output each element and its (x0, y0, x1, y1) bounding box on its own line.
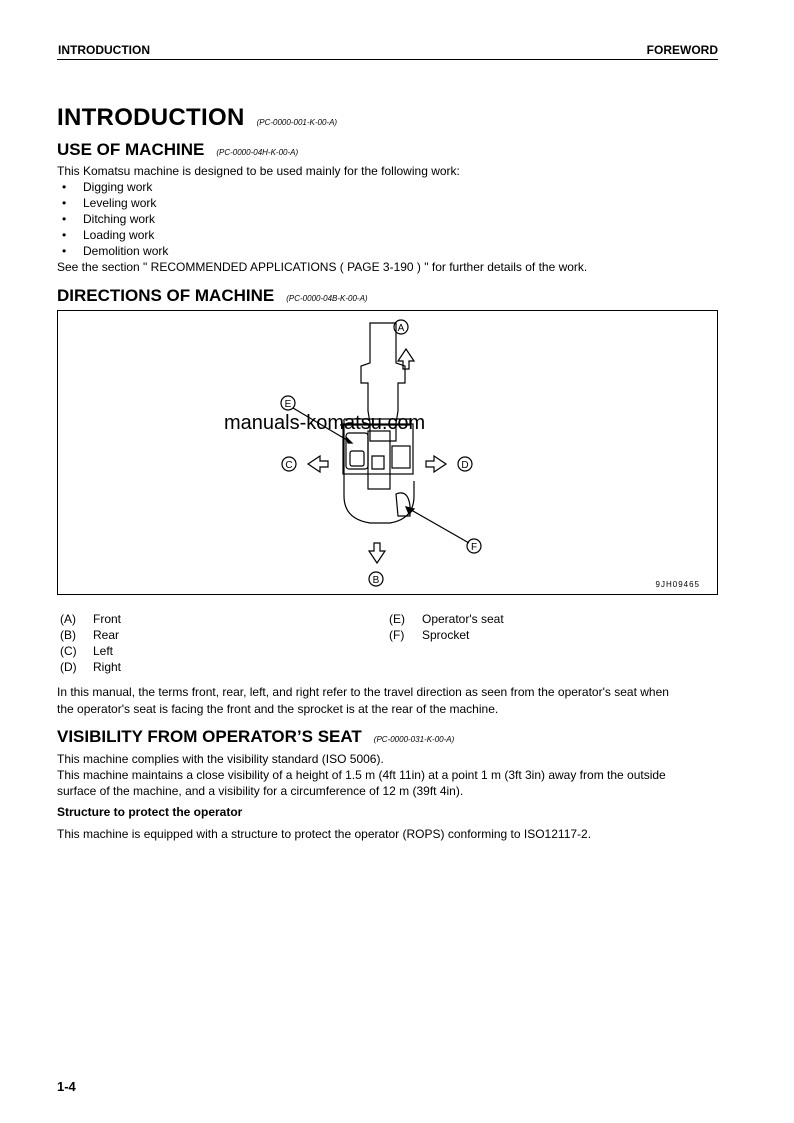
leader-arrowhead-e (345, 436, 354, 444)
label-e: E (285, 399, 292, 410)
boom-shape (360, 322, 406, 442)
use-of-machine-heading: USE OF MACHINE (PC-0000-04H-K-00-A) (57, 140, 298, 160)
directions-figure: A B C D E F manuals-komatsu.com 9JH09465 (57, 310, 718, 595)
legend-key: (F) (389, 628, 405, 642)
page-title: INTRODUCTION (PC-0000-001-K-00-A) (57, 104, 337, 132)
figure-code: 9JH09465 (656, 580, 700, 589)
boom-cylinder-shape (371, 455, 385, 470)
label-circle-e (280, 395, 296, 411)
arrow-rear (367, 542, 387, 565)
legend-item: (F) Sprocket (389, 627, 504, 643)
visibility-line-2: This machine maintains a close visibilit… (57, 768, 666, 782)
label-circle-d (457, 456, 473, 472)
use-heading-text: USE OF MACHINE (57, 140, 205, 159)
leader-line-e (292, 407, 353, 444)
running-header-section: INTRODUCTION (58, 43, 150, 57)
legend-item: (D) Right (60, 659, 121, 675)
legend-key: (A) (60, 612, 76, 626)
label-circle-c (281, 456, 297, 472)
list-item: Loading work (62, 227, 168, 243)
rops-subheading: Structure to protect the operator (57, 805, 243, 819)
visibility-heading-text: VISIBILITY FROM OPERATOR’S SEAT (57, 727, 362, 746)
legend-key: (C) (60, 644, 77, 658)
use-intro-text: This Komatsu machine is designed to be u… (57, 164, 460, 178)
visibility-line-3: surface of the machine, and a visibility… (57, 784, 464, 798)
visibility-heading-ref: (PC-0000-031-K-00-A) (373, 735, 455, 744)
legend-label: Left (93, 644, 114, 658)
list-item: Digging work (62, 179, 168, 195)
legend-key: (B) (60, 628, 76, 642)
list-item: Demolition work (62, 243, 168, 259)
label-d: D (461, 460, 468, 471)
label-b: B (373, 575, 380, 586)
leader-line-f (405, 506, 470, 544)
label-circle-f (466, 538, 482, 554)
legend-label: Operator's seat (422, 612, 504, 626)
label-a: A (398, 323, 405, 334)
label-c: C (285, 460, 292, 471)
visibility-line-1: This machine complies with the visibilit… (57, 752, 384, 766)
legend-label: Front (93, 612, 122, 626)
legend-right-column: (E) Operator's seat (F) Sprocket (389, 611, 504, 643)
legend-key: (E) (389, 612, 405, 626)
directions-paragraph-line-1: In this manual, the terms front, rear, l… (57, 685, 669, 699)
boom-foot-shape (367, 430, 391, 490)
arrow-left (306, 454, 329, 474)
legend-item: (E) Operator's seat (389, 611, 504, 627)
label-f: F (471, 542, 477, 553)
rops-text: This machine is equipped with a structur… (57, 827, 592, 841)
visibility-heading: VISIBILITY FROM OPERATOR’S SEAT (PC-0000-… (57, 727, 454, 747)
arrow-right (425, 454, 448, 474)
legend-label: Rear (93, 628, 120, 642)
use-see-section-text: See the section " RECOMMENDED APPLICATIO… (57, 260, 588, 274)
legend-item: (C) Left (60, 643, 121, 659)
directions-heading-text: DIRECTIONS OF MACHINE (57, 286, 275, 305)
engine-cover-shape (391, 445, 411, 469)
legend-item: (B) Rear (60, 627, 121, 643)
label-circle-b (368, 571, 384, 587)
upper-structure-body (343, 419, 415, 524)
directions-heading: DIRECTIONS OF MACHINE (PC-0000-04B-K-00-A… (57, 286, 368, 306)
arrow-front (396, 347, 416, 370)
legend-left-column: (A) Front (B) Rear (C) Left (D) Right (60, 611, 121, 675)
seat-cushion-shape (349, 450, 365, 467)
upper-structure-top (340, 418, 411, 426)
page-title-text: INTRODUCTION (57, 104, 245, 131)
list-item: Leveling work (62, 195, 168, 211)
sprocket-shape (395, 492, 411, 517)
list-item: Ditching work (62, 211, 168, 227)
use-work-list: Digging work Leveling work Ditching work… (62, 179, 168, 259)
directions-heading-ref: (PC-0000-04B-K-00-A) (286, 294, 368, 303)
watermark-text: manuals-komatsu.com (224, 412, 425, 434)
legend-label: Right (93, 660, 122, 674)
legend-item: (A) Front (60, 611, 121, 627)
leader-arrowhead-f (404, 506, 416, 516)
cab-frame (342, 423, 414, 475)
label-circle-a (393, 319, 409, 335)
use-heading-ref: (PC-0000-04H-K-00-A) (216, 148, 299, 157)
machine-top-view-diagram: A B C D E F manuals-komatsu.com 9JH09465 (224, 319, 700, 589)
legend-key: (D) (60, 660, 77, 674)
running-header-chapter: FOREWORD (646, 43, 718, 57)
page-title-ref: (PC-0000-001-K-00-A) (256, 118, 338, 127)
page-number: 1-4 (57, 1079, 76, 1094)
directions-paragraph-line-2: the operator's seat is facing the front … (57, 702, 499, 716)
header-rule (57, 59, 718, 60)
legend-label: Sprocket (422, 628, 470, 642)
